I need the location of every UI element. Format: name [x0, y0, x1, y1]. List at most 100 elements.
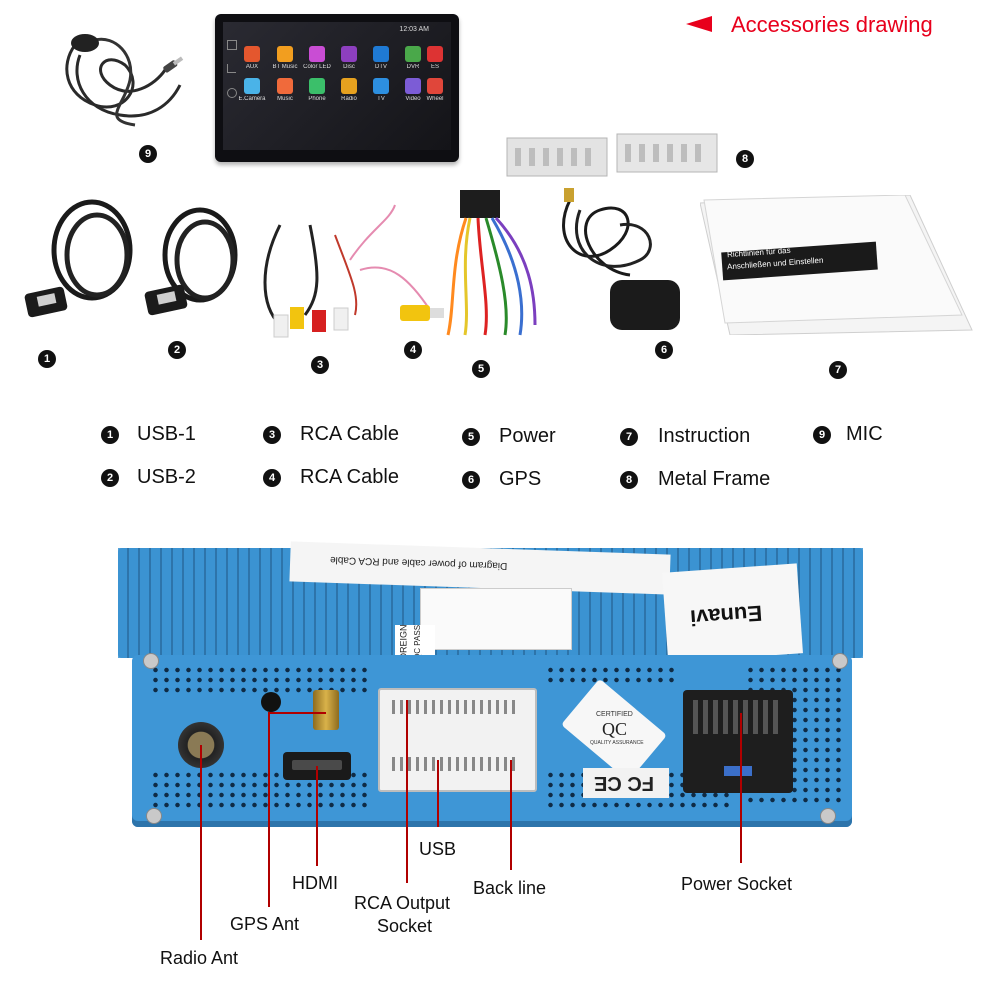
- app-label: DVR: [406, 64, 420, 70]
- cert-sticker: [583, 768, 669, 798]
- app-label: BT Music: [272, 64, 298, 70]
- page-title: Accessories drawing: [731, 12, 933, 37]
- metal-frame-image: [506, 133, 718, 177]
- callout-line-back-line: [510, 760, 512, 870]
- app-label: Radio: [341, 96, 357, 102]
- callout-rca-output-line1: RCA Output: [354, 893, 451, 913]
- legend-label-metal-frame: Metal Frame: [658, 468, 771, 490]
- app-label: AUX: [245, 64, 259, 70]
- screw-icon: [820, 808, 836, 824]
- legend-label-usb-1: USB-1: [137, 423, 196, 445]
- legend-label-instruction: Instruction: [658, 425, 751, 447]
- item-number-6: 6: [655, 341, 673, 359]
- legend-label-rca-cable-4: RCA Cable: [300, 466, 399, 488]
- callout-hdmi: HDMI: [292, 873, 338, 893]
- item-number-8: 8: [736, 150, 754, 168]
- fuse: [724, 766, 752, 776]
- callout-line-usb: [437, 760, 439, 827]
- connector-pins: [392, 757, 520, 771]
- callout-rca-output-line2: Socket: [377, 916, 433, 936]
- app-icon-music: [277, 78, 293, 94]
- app-label: Music: [277, 96, 293, 102]
- legend-num-6: 6: [462, 471, 480, 489]
- callout-line-radio-ant: [200, 745, 202, 940]
- screw-icon: [143, 653, 159, 669]
- screw-icon: [146, 808, 162, 824]
- app-icon-aux: [244, 46, 260, 62]
- legend-label-usb-2: USB-2: [137, 466, 196, 488]
- legend-num-8: 8: [620, 471, 638, 489]
- app-icon-dtv: [373, 46, 389, 62]
- app-icon-phone: [309, 78, 325, 94]
- app-icon-dvr: [405, 46, 421, 62]
- app-icon-es: [427, 46, 443, 62]
- app-label: Wheel: [426, 96, 444, 102]
- tablet-home-icon: [227, 40, 237, 50]
- gps-ant-port: [313, 690, 339, 730]
- callout-power-socket: Power Socket: [681, 874, 793, 894]
- gps-antenna-image: [562, 188, 680, 330]
- power-harness-image: [446, 190, 537, 336]
- item-number-5: 5: [472, 360, 490, 378]
- brand-logo: Eunavi: [689, 600, 763, 631]
- app-label: TV: [377, 96, 385, 102]
- usb-cable-1-image: [24, 199, 133, 318]
- app-icon-tv: [373, 78, 389, 94]
- legend-num-3: 3: [263, 426, 281, 444]
- mic-hole: [261, 692, 281, 712]
- connector-pins: [392, 700, 520, 714]
- app-label: DTV: [375, 64, 387, 70]
- app-icon-bt-music: [277, 46, 293, 62]
- app-label: Color LED: [303, 64, 331, 70]
- item-number-1: 1: [38, 350, 56, 368]
- app-icon-color-led: [309, 46, 325, 62]
- legend-num-4: 4: [263, 469, 281, 487]
- callout-line-hdmi: [316, 766, 318, 866]
- screw-icon: [832, 653, 848, 669]
- app-icon-radio: [341, 78, 357, 94]
- legend-num-9: 9: [813, 426, 831, 444]
- item-number-7: 7: [829, 361, 847, 379]
- callout-radio-ant: Radio Ant: [160, 948, 239, 968]
- app-label: Disc: [343, 64, 355, 70]
- callout-line-rca-output: [406, 700, 408, 883]
- app-label: Phone: [308, 96, 326, 102]
- app-label: Video: [405, 96, 421, 102]
- app-icon-disc: [341, 46, 357, 62]
- rca-cable-3-image: [263, 224, 358, 338]
- qc-stamp-text: QC: [602, 719, 628, 739]
- item-number-9: 9: [139, 145, 157, 163]
- rca-cable-4-image: [349, 204, 444, 321]
- legend-num-1: 1: [101, 426, 119, 444]
- tablet-time: 12:03 AM: [399, 26, 429, 33]
- app-icon-video: [405, 78, 421, 94]
- header-arrow-icon: [686, 16, 712, 32]
- legend-label-rca-cable-3: RCA Cable: [300, 423, 399, 445]
- qc-stamp-bottom: QUALITY ASSURANCE: [590, 740, 644, 746]
- legend-num-7: 7: [620, 428, 638, 446]
- app-icon-e-camera: [244, 78, 260, 94]
- callout-line-gps-ant: [268, 712, 326, 714]
- tablet-back-icon: [227, 64, 236, 73]
- legend-label-gps: GPS: [499, 468, 542, 490]
- legend-num-5: 5: [462, 428, 480, 446]
- tablet-settings-icon: [227, 88, 237, 98]
- usb-cable-2-image: [144, 207, 238, 316]
- diagram-sticker: [420, 588, 572, 650]
- callout-back-line: Back line: [473, 878, 547, 898]
- callout-gps-ant: GPS Ant: [230, 914, 300, 934]
- callout-line-power-socket: [740, 713, 742, 863]
- instruction-manual-image: Richtlinien für das Anschließen und Eins…: [700, 195, 975, 335]
- microphone-image: [65, 34, 184, 127]
- legend-label-power: Power: [499, 425, 556, 447]
- qc-stamp-small: CERTIFIED: [596, 711, 633, 718]
- app-label: ES: [430, 64, 439, 70]
- item-number-3: 3: [311, 356, 329, 374]
- power-socket-pins: [693, 700, 783, 734]
- hdmi-port-inner: [292, 760, 342, 770]
- callout-line-gps-ant: [268, 712, 270, 907]
- callout-usb: USB: [419, 839, 457, 859]
- app-icon-wheel: [427, 78, 443, 94]
- cert-marks: FC CE: [594, 772, 654, 794]
- legend-num-2: 2: [101, 469, 119, 487]
